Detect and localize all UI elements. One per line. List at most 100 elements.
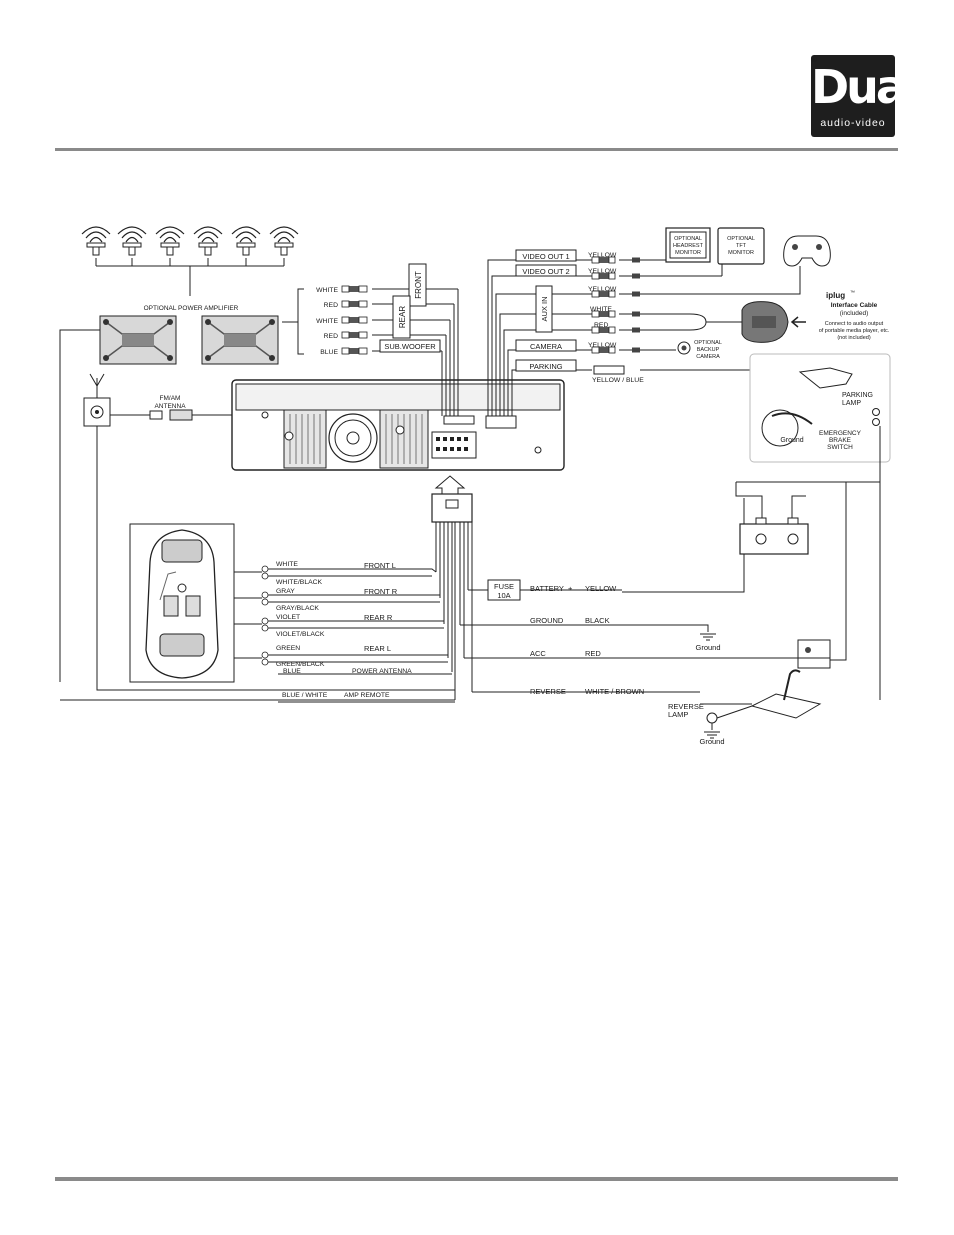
- iplug-adapter-icon: [741, 301, 789, 343]
- reverse-label: REVERSE: [530, 687, 566, 696]
- speaker-wire-pos: VIOLET: [276, 614, 300, 621]
- speaker-wire-pos: GREEN: [276, 645, 300, 652]
- head-unit: [231, 379, 565, 471]
- rear-r-label: REAR R: [364, 613, 393, 622]
- ground-wire-color: BLACK: [585, 616, 610, 625]
- wiring-harness: [431, 475, 473, 700]
- rear-l-label: REAR L: [364, 644, 391, 653]
- rca-connector: [341, 300, 368, 308]
- rca-color-label: RED: [324, 302, 338, 309]
- video-out-1-label: VIDEO OUT 1: [522, 252, 569, 261]
- rca-color-label: RED: [594, 322, 608, 329]
- ignition-key-icon: [797, 639, 831, 669]
- speaker-terminal-icon: [261, 565, 269, 580]
- speaker-icon: [231, 226, 261, 256]
- reverse-wire-color: WHITE / BROWN: [585, 687, 644, 696]
- iface-label-1: Interface Cable: [831, 302, 878, 309]
- iface-label-3: Connect to audio output: [825, 321, 884, 327]
- tft-label-2: TFT: [736, 243, 747, 249]
- parking-lamp-label-2: LAMP: [842, 400, 861, 407]
- backup-label-1: OPTIONAL: [694, 340, 722, 346]
- rca-connector: [341, 331, 368, 339]
- speaker-terminal-icon: [261, 617, 269, 632]
- iface-label-5: (not included): [837, 335, 870, 341]
- reverse-lamp-label-2: LAMP: [668, 710, 688, 719]
- ground-label-2: Ground: [695, 643, 720, 652]
- aux-in-label: AUX IN: [540, 296, 549, 321]
- amp-label: OPTIONAL POWER AMPLIFIER: [144, 305, 239, 312]
- rca-color-label: RED: [324, 333, 338, 340]
- gear-shifter-icon: [700, 669, 822, 719]
- parking-lamp-label-1: PARKING: [842, 392, 873, 399]
- amp-remote-wire-color: BLUE / WHITE: [282, 692, 328, 699]
- rca-color-label: YELLOW: [588, 342, 617, 349]
- rca-color-label: YELLOW: [588, 268, 617, 275]
- speaker-icon: [117, 226, 147, 256]
- rear-label: REAR: [398, 306, 407, 328]
- speaker-wire-neg: VIOLET/BLACK: [276, 631, 325, 638]
- amplifier-icon: [201, 315, 279, 365]
- rca-color-label: WHITE: [316, 287, 338, 294]
- game-controller-icon: [783, 235, 831, 267]
- iface-label-4: of portable media player, etc.: [819, 328, 890, 334]
- headrest-label-2: HEADREST: [673, 243, 704, 249]
- tft-label-1: OPTIONAL: [727, 236, 755, 242]
- video-out-2-label: VIDEO OUT 2: [522, 267, 569, 276]
- antenna-icon: [83, 373, 111, 427]
- speaker-icon: [193, 226, 223, 256]
- backup-camera-icon: [677, 341, 691, 355]
- header-rule: [55, 148, 898, 151]
- power-antenna-label: POWER ANTENNA: [352, 668, 412, 675]
- ground-label: Ground: [780, 437, 803, 444]
- speaker-icon: [155, 226, 185, 256]
- headrest-monitor-icon: [665, 227, 711, 263]
- battery-icon: [739, 517, 809, 555]
- iface-label-2: (included): [840, 310, 869, 317]
- logo-tagline: audio-video: [820, 117, 886, 129]
- fuse-label-2: 10A: [497, 591, 510, 600]
- speaker-wire-pos: WHITE: [276, 561, 298, 568]
- parking-label: PARKING: [529, 362, 562, 371]
- speaker-wire-neg: GRAY/BLACK: [276, 605, 319, 612]
- car-icon: [129, 523, 235, 683]
- iplug-tm: ™: [850, 290, 855, 296]
- rca-connector: [341, 285, 368, 293]
- acc-label: ACC: [530, 649, 546, 658]
- rca-color-label: WHITE: [316, 318, 338, 325]
- rca-color-label: WHITE: [590, 306, 612, 313]
- registered-mark: ®: [811, 55, 817, 64]
- antenna-label-1: FM/AM: [160, 395, 181, 402]
- tft-monitor-icon: [717, 227, 765, 265]
- speaker-array: [81, 226, 299, 296]
- ebrake-label-2: BRAKE: [829, 437, 852, 444]
- antenna-label-2: ANTENNA: [154, 403, 186, 410]
- rca-color-label: YELLOW: [588, 252, 617, 259]
- speaker-terminal-icon: [261, 651, 269, 666]
- ground-symbol-icon: [699, 633, 717, 641]
- speaker-wire-pos: GRAY: [276, 588, 295, 595]
- tft-label-3: MONITOR: [728, 250, 754, 256]
- front-label: FRONT: [414, 271, 423, 299]
- backup-label-2: BACKUP: [697, 347, 720, 353]
- subwoofer-label: SUB.WOOFER: [384, 342, 436, 351]
- rca-connector: [341, 316, 368, 324]
- parking-brake-panel: [749, 353, 891, 463]
- acc-wire-color: RED: [585, 649, 601, 658]
- power-antenna-wire-color: BLUE: [283, 668, 301, 675]
- camera-label: CAMERA: [530, 342, 562, 351]
- battery-wire-color: YELLOW: [585, 584, 617, 593]
- battery-label: BATTERY: [530, 584, 564, 593]
- ground-wire-label: GROUND: [530, 616, 564, 625]
- amplifier-icon: [99, 315, 177, 365]
- rca-color-label: YELLOW: [588, 286, 617, 293]
- speaker-wire-neg: WHITE/BLACK: [276, 579, 323, 586]
- front-r-label: FRONT R: [364, 587, 398, 596]
- headrest-label-1: OPTIONAL: [674, 236, 702, 242]
- battery-plus: +: [568, 584, 573, 593]
- speaker-icon: [269, 226, 299, 256]
- rca-color-label: YELLOW / BLUE: [592, 377, 644, 384]
- footer-rule: [55, 1177, 898, 1181]
- rca-connector: [341, 347, 368, 355]
- headrest-label-3: MONITOR: [675, 250, 701, 256]
